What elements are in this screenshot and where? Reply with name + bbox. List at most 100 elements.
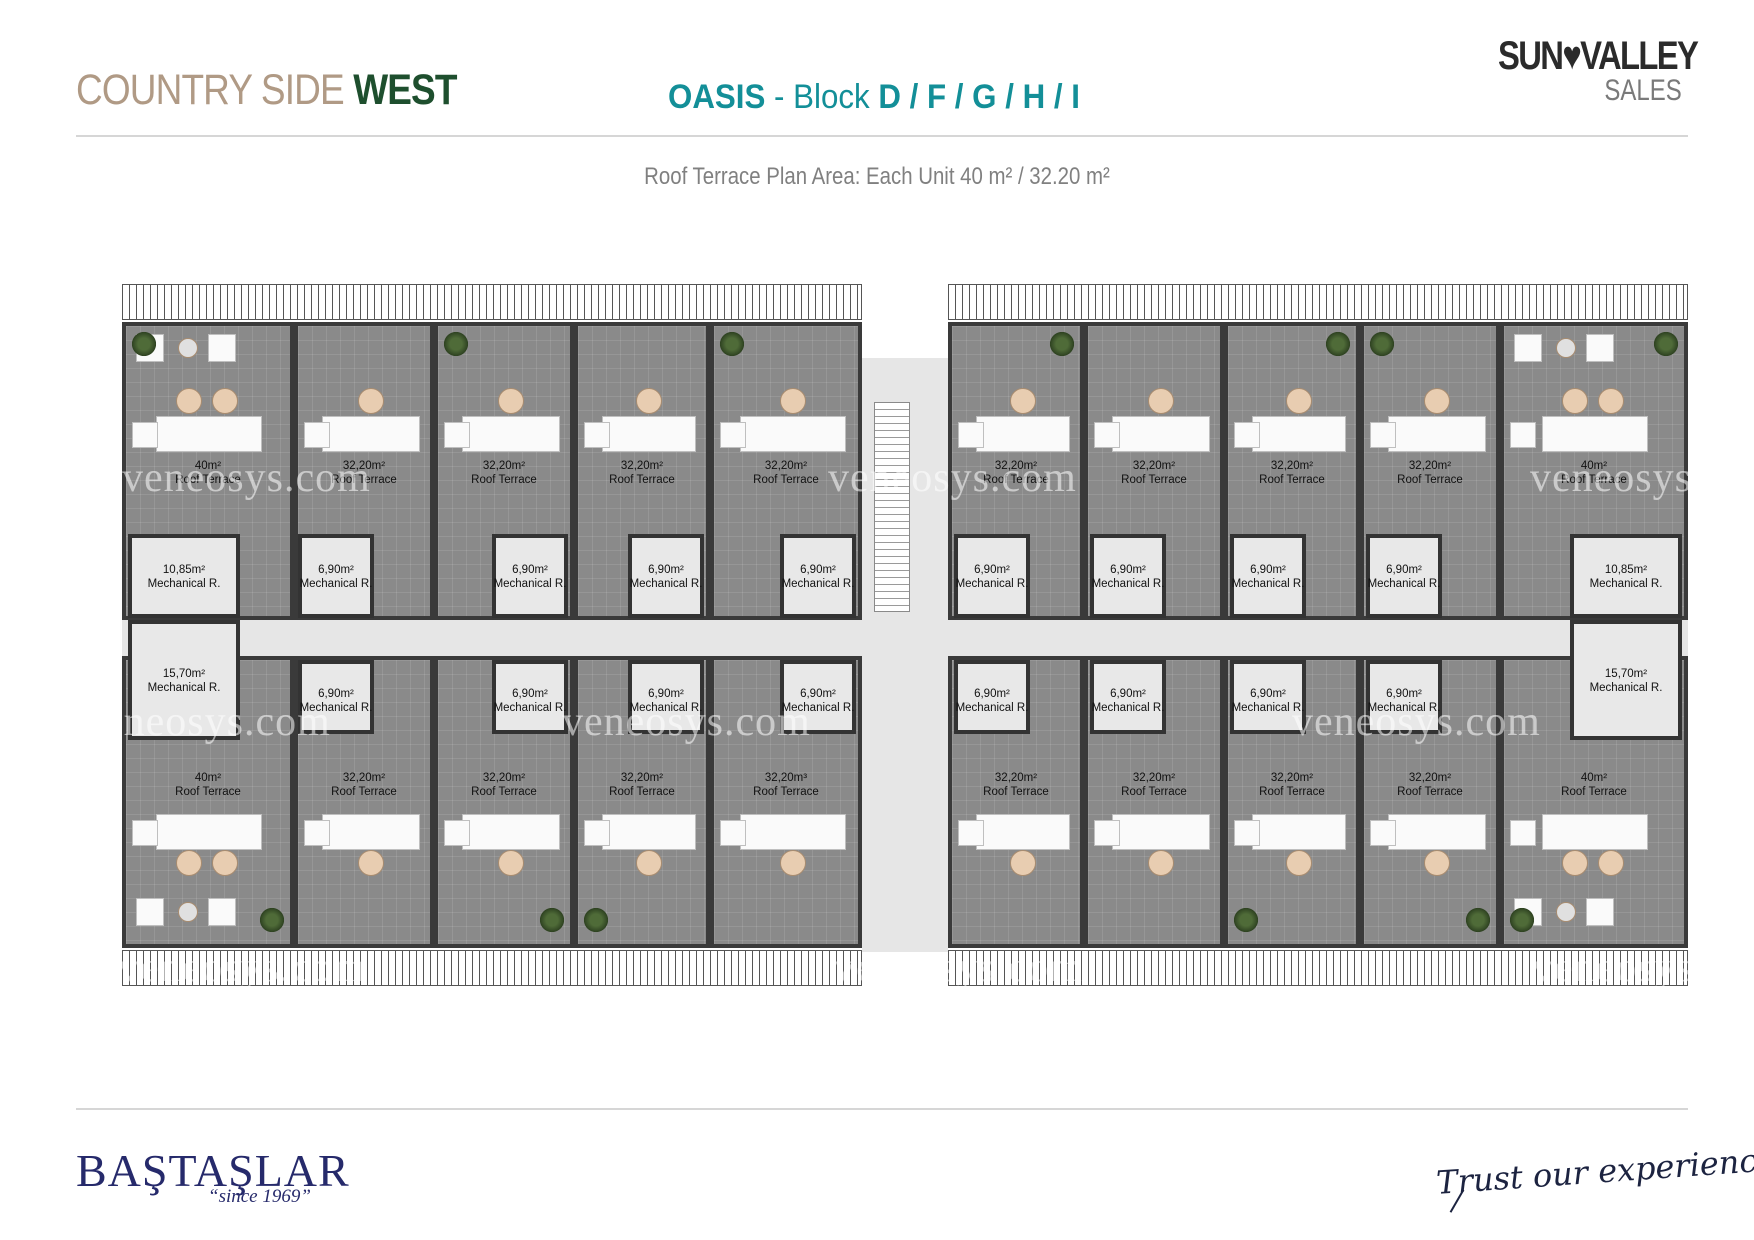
terrace-name-label: Roof Terrace [1397, 786, 1463, 798]
block-letters: D / F / G / H / I [878, 78, 1080, 116]
plant-icon [1048, 330, 1076, 358]
plant-icon [1324, 330, 1352, 358]
chair [1148, 850, 1174, 876]
table-top [462, 416, 560, 452]
mechanical-room-top [1230, 534, 1306, 618]
block-word: Block [793, 78, 879, 116]
plant-icon [258, 906, 286, 934]
mechanical-name-label: Mechanical R. [1091, 578, 1165, 590]
lounge-seat [208, 334, 236, 362]
table-bottom [156, 814, 262, 850]
mechanical-room-top [628, 534, 704, 618]
terrace-area-label: 32,20m² [1132, 460, 1176, 472]
terrace-name-label: Roof Terrace [1561, 474, 1627, 486]
railing-bottom [948, 950, 1688, 986]
terrace-name-label: Roof Terrace [1121, 474, 1187, 486]
mechanical-area-label: 6,90m² [800, 564, 836, 576]
mechanical-area-label: 6,90m² [512, 564, 548, 576]
mechanical-room-bottom [780, 660, 856, 734]
mechanical-name-label: Mechanical R. [955, 702, 1029, 714]
mechanical-name-label: Mechanical R. [1367, 578, 1441, 590]
terrace-name-label: Roof Terrace [753, 786, 819, 798]
mechanical-room-top [128, 534, 240, 618]
watermark-text: veneosys.com [1292, 699, 1541, 745]
bench-top [444, 422, 470, 448]
mechanical-area-label: 6,90m² [318, 564, 354, 576]
lounge-seat [1514, 334, 1542, 362]
table-bottom [1112, 814, 1210, 850]
terrace-name-label: Roof Terrace [331, 474, 397, 486]
project-title-part-b: WEST [353, 66, 457, 114]
table-top [156, 416, 262, 452]
bench-bottom [1234, 820, 1260, 846]
mechanical-room-top [298, 534, 374, 618]
bench-top [1234, 422, 1260, 448]
chair [1286, 388, 1312, 414]
side-table [1556, 338, 1576, 358]
mechanical-name-label: Mechanical R. [629, 702, 703, 714]
table-bottom [740, 814, 846, 850]
railing-top [948, 284, 1688, 320]
chair [1424, 850, 1450, 876]
mechanical-area-label: 6,90m² [1250, 688, 1286, 700]
mechanical-area-label: 10,85m² [162, 564, 206, 576]
terrace-name-label: Roof Terrace [471, 786, 537, 798]
mechanical-area-label: 15,70m² [1604, 668, 1648, 680]
bench-top [304, 422, 330, 448]
chair [1424, 388, 1450, 414]
mechanical-room-top [1366, 534, 1442, 618]
watermark-text: veneosys.com [828, 455, 1077, 501]
bench-top [132, 422, 158, 448]
terrace-area-label: 32,20m² [764, 460, 808, 472]
terrace-area-label: 32,20m² [1132, 772, 1176, 784]
footer-divider [76, 1108, 1688, 1110]
terrace-name-label: Roof Terrace [1121, 786, 1187, 798]
mechanical-name-label: Mechanical R. [1091, 702, 1165, 714]
mechanical-area-label: 6,90m² [512, 688, 548, 700]
plant-icon [538, 906, 566, 934]
chair [1562, 388, 1588, 414]
railing-bottom [122, 950, 862, 986]
plant-icon [1368, 330, 1396, 358]
tagline: Trust our experience [1435, 1140, 1754, 1202]
table-top [976, 416, 1070, 452]
table-top [1252, 416, 1346, 452]
mechanical-room-bottom [1090, 660, 1166, 734]
terrace-area-label: 32,20m² [620, 772, 664, 784]
mechanical-name-label: Mechanical R. [781, 578, 855, 590]
bench-top [1370, 422, 1396, 448]
bench-bottom [304, 820, 330, 846]
chair [780, 850, 806, 876]
mechanical-name-label: Mechanical R. [147, 682, 221, 694]
table-bottom [1542, 814, 1648, 850]
terrace-area-label: 32,20m² [1270, 460, 1314, 472]
terrace-name-label: Roof Terrace [609, 786, 675, 798]
chair [498, 388, 524, 414]
chair [1148, 388, 1174, 414]
sunvalley-logo: SUN♥VALLEY SALES [1496, 34, 1699, 114]
terrace-name-label: Roof Terrace [983, 786, 1049, 798]
railing-top [122, 284, 862, 320]
bench-top [1094, 422, 1120, 448]
terrace-name-label: Roof Terrace [753, 474, 819, 486]
chair [780, 388, 806, 414]
side-table [1556, 902, 1576, 922]
chair [1286, 850, 1312, 876]
bench-bottom [720, 820, 746, 846]
mechanical-name-label: Mechanical R. [781, 702, 855, 714]
terrace-area-label: 32,20m² [1408, 772, 1452, 784]
terrace-area-label: 32,20m² [620, 460, 664, 472]
table-top [1112, 416, 1210, 452]
watermark-text: veneosys.com [122, 945, 367, 986]
lounge-seat [1586, 334, 1614, 362]
terrace-name-label: Roof Terrace [1397, 474, 1463, 486]
mechanical-area-label: 6,90m² [974, 688, 1010, 700]
mechanical-name-label: Mechanical R. [493, 702, 567, 714]
staircase [874, 402, 910, 612]
table-bottom [462, 814, 560, 850]
terrace-area-label: 32,20m² [994, 460, 1038, 472]
table-top [1388, 416, 1486, 452]
project-title-part-a: COUNTRY SIDE [76, 66, 354, 114]
chair [1010, 388, 1036, 414]
terrace-name-label: Roof Terrace [1561, 786, 1627, 798]
